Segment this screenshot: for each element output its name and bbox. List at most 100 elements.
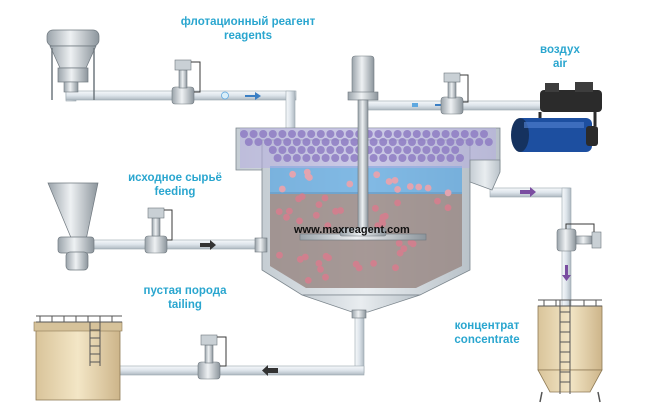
froth-bubble [302, 138, 311, 146]
froth-bubble [278, 130, 287, 138]
froth-bubble [408, 138, 416, 146]
slurry-bubble [303, 168, 311, 176]
froth-bubble [369, 138, 378, 146]
froth-bubble [427, 154, 436, 162]
froth-bubble [441, 146, 450, 154]
concentrate-flow-arrow-icon [520, 187, 536, 197]
froth-bubble [350, 138, 359, 146]
slurry-bubble [406, 183, 414, 190]
watermark-text: www.maxreagent.com [294, 224, 410, 236]
froth-bubble [288, 130, 296, 138]
slurry-bubble [304, 277, 312, 284]
slurry-bubble [424, 184, 432, 192]
froth-bubble [336, 146, 344, 154]
reagent-label-ru: флотационный реагент [180, 16, 316, 28]
froth-bubble [441, 130, 450, 138]
froth-bubble [312, 154, 320, 162]
froth-bubble [417, 154, 426, 162]
froth-bubble [398, 154, 407, 162]
froth-bubble [480, 130, 488, 138]
air-compressor-icon [511, 82, 602, 152]
slurry-bubble [394, 199, 401, 207]
slurry-bubble [286, 207, 293, 215]
slurry-bubble [296, 217, 303, 225]
froth-bubble [436, 154, 445, 162]
froth-bubble [403, 146, 412, 154]
slurry-bubble [395, 239, 403, 247]
tailing-label: пустая порода tailing [120, 284, 250, 312]
slurry-bubble [278, 185, 286, 193]
froth-bubble [460, 130, 469, 138]
tailing-tank-icon [33, 315, 123, 401]
slurry-bubble [346, 180, 354, 188]
feed-label-en: feeding [154, 186, 196, 198]
froth-bubble [292, 138, 301, 146]
slurry-bubble [275, 208, 283, 216]
slurry-bubble [322, 273, 329, 281]
froth-bubble [345, 146, 354, 154]
froth-bubble [273, 138, 282, 146]
tailing-label-en: tailing [168, 299, 202, 311]
froth-bubble [451, 130, 460, 138]
reagent-label-en: reagents [224, 30, 272, 42]
slurry-bubble [434, 197, 441, 205]
froth-bubble [436, 138, 445, 146]
froth-bubble [408, 154, 416, 162]
concentrate-tank-icon [537, 299, 603, 403]
froth-bubble [321, 154, 330, 162]
concentrate-down-arrow-icon [562, 265, 571, 281]
slurry-bubble [407, 239, 415, 246]
slurry-bubble [276, 251, 283, 259]
froth-bubble [388, 138, 397, 146]
froth-bubble [384, 130, 392, 138]
froth-bubble [393, 130, 402, 138]
froth-bubbles [240, 130, 493, 162]
froth-bubble [302, 154, 311, 162]
slurry-bubble [321, 194, 329, 202]
slurry-bubble [415, 183, 423, 191]
slurry-bubble [379, 220, 386, 228]
froth-bubble [456, 138, 464, 146]
froth-bubble [470, 130, 479, 138]
froth-bubble [340, 138, 349, 146]
slurry-bubble [391, 177, 399, 184]
froth-bubble [292, 154, 301, 162]
slurry-bubble [372, 204, 379, 212]
slurry-bubble [444, 189, 452, 197]
froth-bubble [446, 154, 455, 162]
froth-bubble [369, 154, 378, 162]
froth-bubble [345, 130, 354, 138]
air-label-en: air [552, 58, 568, 70]
reagent-flow-arrow-icon [245, 92, 261, 100]
froth-bubble [340, 154, 349, 162]
froth-bubble [412, 146, 421, 154]
froth-bubble [403, 130, 412, 138]
feed-flow-arrow-icon [200, 240, 216, 250]
slurry-bubble [332, 207, 339, 215]
froth-bubble [379, 154, 388, 162]
froth-bubble [316, 130, 325, 138]
froth-bubble [379, 138, 388, 146]
froth-bubble [278, 146, 287, 154]
froth-bubble [273, 154, 282, 162]
feed-hopper-icon [47, 182, 99, 271]
slurry-bubble [315, 260, 323, 267]
tailing-flow-arrow-icon [262, 365, 278, 376]
reagent-hopper-icon [46, 29, 100, 100]
froth-bubble [422, 130, 431, 138]
froth-bubble [451, 146, 460, 154]
froth-bubble [422, 146, 431, 154]
froth-bubble [297, 130, 306, 138]
froth-bubble [398, 138, 407, 146]
froth-bubble [475, 138, 484, 146]
slurry-bubble [283, 213, 290, 221]
froth-bubble [432, 130, 440, 138]
froth-bubble [312, 138, 320, 146]
slurry-bubble [324, 222, 332, 230]
froth-bubble [321, 138, 330, 146]
froth-bubble [268, 130, 277, 138]
slurry-bubble [298, 193, 306, 201]
froth-bubble [264, 138, 272, 146]
froth-bubble [456, 154, 464, 162]
froth-bubble [268, 146, 277, 154]
